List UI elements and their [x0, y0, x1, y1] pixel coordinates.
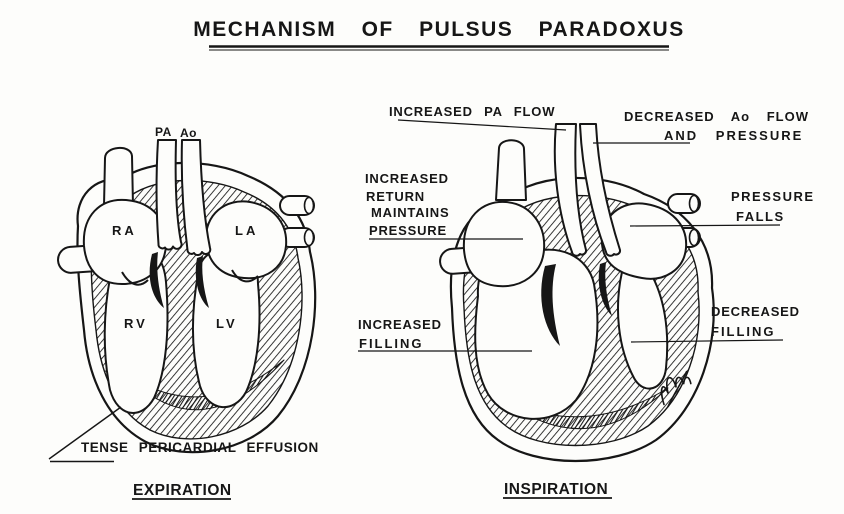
tense-pericardial-effusion-label: TENSE PERICARDIAL EFFUSION: [81, 440, 319, 455]
increased-return-label-line1: INCREASED: [365, 171, 449, 186]
pv-upper-opening: [303, 196, 315, 215]
left-atrium-body: [204, 200, 288, 280]
svc-vessel: [495, 139, 527, 201]
expiration-heart: [57, 139, 317, 454]
tricuspid-valve-mark: [121, 271, 149, 286]
pressure-falls-label-line2: FALLS: [736, 209, 785, 224]
increased-return-label-line3: MAINTAINS: [371, 205, 450, 220]
expiration-caption: EXPIRATION: [133, 482, 232, 499]
pressure-falls-leader: [629, 224, 781, 227]
decreased-ao-flow-label-line1: DECREASED Ao FLOW: [624, 109, 809, 124]
increased-return-label-line2: RETURN: [366, 189, 425, 204]
pv-lower-opening: [303, 228, 315, 247]
ra-label: RA: [112, 223, 137, 238]
artist-signature: [660, 370, 692, 408]
inspiration-caption: INSPIRATION: [504, 481, 609, 498]
la-label: LA: [235, 223, 259, 238]
aorta-vessel: [579, 123, 622, 257]
leader-lines: [48, 45, 784, 500]
aorta-vessel: [180, 139, 212, 256]
pa-label: PA: [155, 125, 172, 139]
decreased-filling-leader: [630, 339, 784, 343]
valve-sliver-center: [541, 264, 560, 346]
pulmonary-artery-vessel: [553, 123, 588, 257]
increased-filling-label-line2: FILLING: [359, 336, 424, 351]
svc-vessel: [103, 147, 134, 207]
valve-sliver-right: [598, 262, 612, 316]
mitral-valve-mark: [231, 269, 259, 283]
figure-title: MECHANISM OF PULSUS PARADOXUS: [193, 18, 685, 41]
valve-sliver-right: [195, 256, 209, 308]
rv-label: RV: [124, 316, 148, 331]
pv-lower-opening: [688, 228, 700, 247]
decreased-filling-label-line2: FILLING: [711, 324, 776, 339]
increased-return-label-line4: PRESSURE: [369, 223, 447, 238]
left-atrium-body: [600, 202, 688, 280]
effusion-dense-band: [125, 359, 285, 411]
ao-label: Ao: [180, 126, 197, 140]
pv-upper-opening: [688, 194, 700, 213]
decreased-filling-label-line1: DECREASED: [711, 304, 800, 319]
tense-effusion-arrow-slant: [48, 406, 122, 460]
inspiration-heart: [439, 123, 715, 463]
increased-pa-flow-leader: [397, 119, 567, 131]
increased-filling-label-line1: INCREASED: [358, 317, 442, 332]
decreased-ao-flow-label-line2: AND PRESSURE: [664, 128, 804, 143]
valve-sliver-left: [149, 252, 164, 308]
pressure-falls-label-line1: PRESSURE: [731, 189, 815, 204]
increased-pa-flow-label: INCREASED PA FLOW: [389, 104, 556, 119]
lv-label: LV: [216, 316, 238, 331]
pulmonary-artery-vessel: [155, 139, 183, 251]
right-atrium-body: [462, 200, 546, 288]
